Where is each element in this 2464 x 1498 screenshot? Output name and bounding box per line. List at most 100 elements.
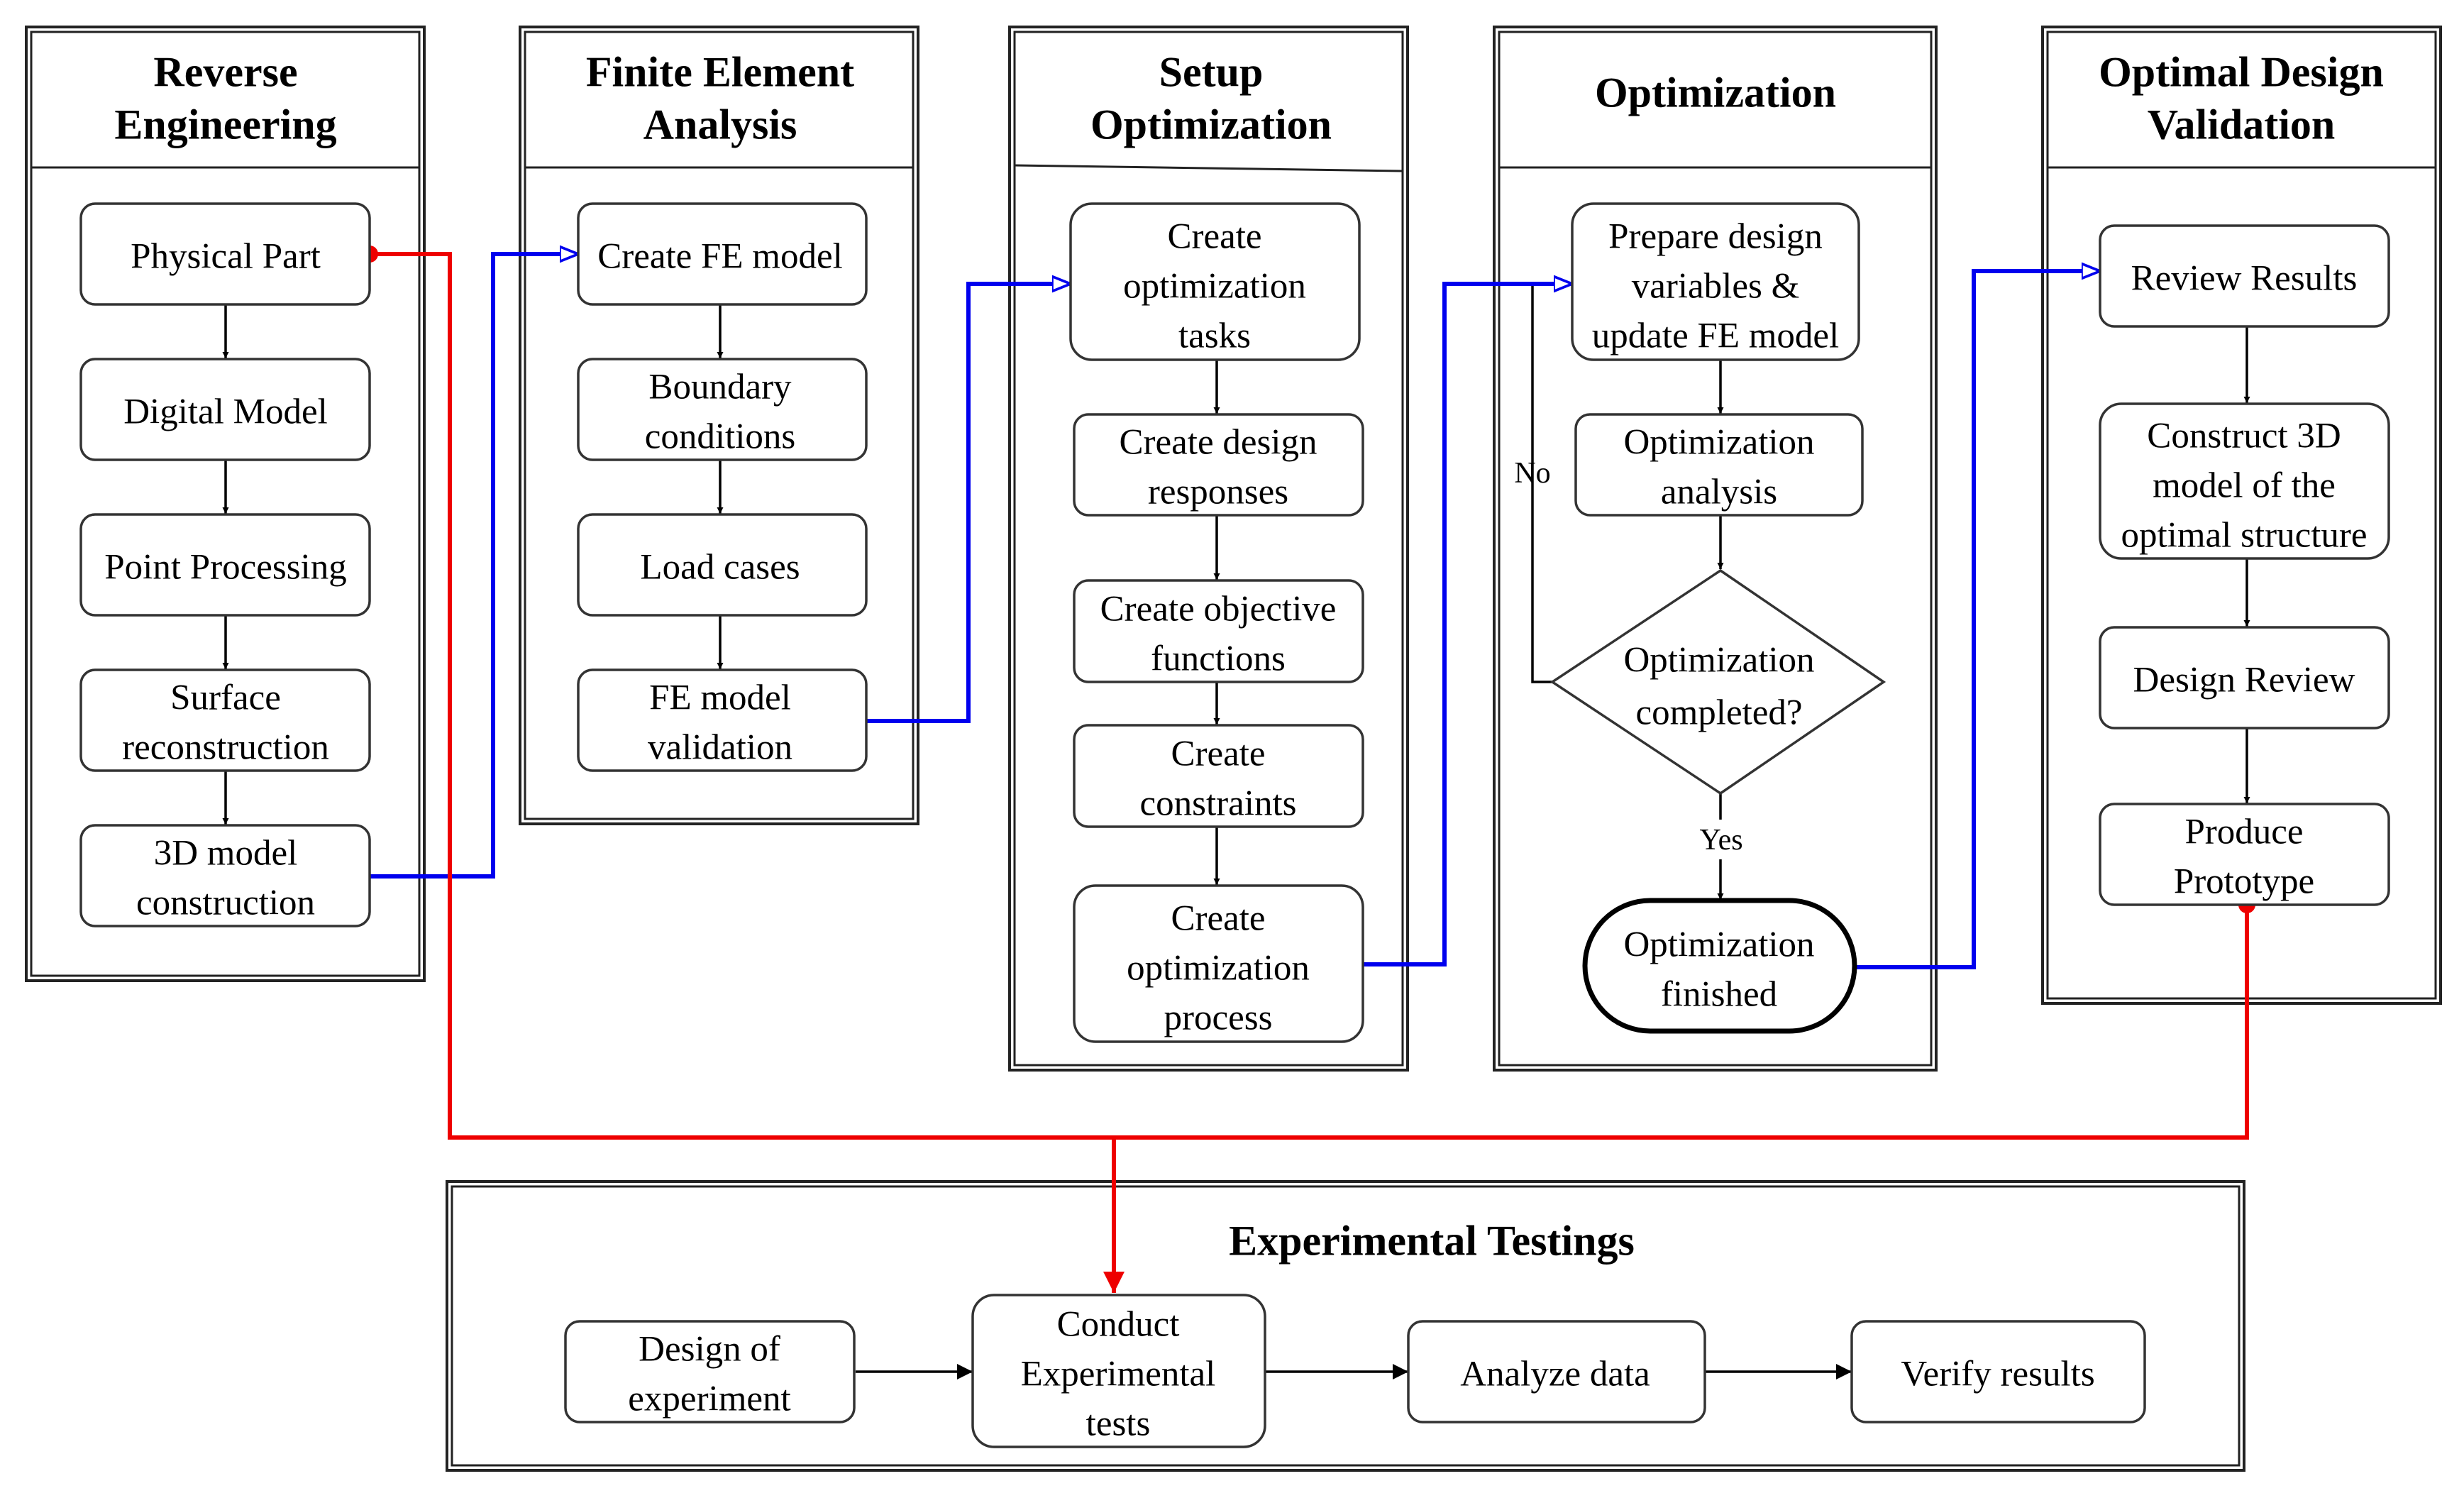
step-create-constraints[interactable]: Create constraints — [1073, 724, 1364, 828]
label-line: Point Processing — [104, 548, 346, 588]
box-label: Point Processing — [104, 548, 346, 588]
label-line: Create FE model — [597, 237, 843, 277]
label-line: Create objective — [1100, 590, 1337, 629]
label-no: No — [1514, 457, 1550, 490]
box-label: Verify results — [1901, 1355, 2094, 1394]
column-title: Optimization — [1595, 70, 1836, 116]
label-line: Construct 3D — [2147, 417, 2341, 456]
label-line: tasks — [1178, 316, 1251, 356]
label-line: responses — [1148, 473, 1288, 512]
label-line: Design of — [639, 1330, 780, 1370]
label-line: Produce — [2184, 813, 2303, 852]
flow-arrow — [1855, 271, 2100, 969]
label-line: Conduct — [1057, 1305, 1180, 1345]
label-line: Optimal Design — [2099, 49, 2384, 96]
label-line: FE model — [649, 678, 791, 718]
label-line: Create — [1171, 899, 1265, 939]
section-experimental-testings: Experimental Testings — [446, 1180, 2245, 1472]
label-yes: Yes — [1699, 824, 1742, 857]
label-line: functions — [1151, 639, 1286, 679]
step-verify-results[interactable]: Verify results — [1850, 1320, 2146, 1423]
label-line: finished — [1661, 975, 1777, 1015]
label-line: Experimental — [1021, 1355, 1216, 1394]
column-optimization: Optimization — [1493, 26, 1938, 1072]
label-line: 3D model — [154, 834, 298, 874]
label-line: tests — [1086, 1404, 1151, 1444]
label-line: analysis — [1661, 473, 1777, 512]
box-label: Create constraints — [1140, 734, 1297, 824]
step-create-fe-model[interactable]: Create FE model — [577, 202, 868, 306]
label-line: Prototype — [2174, 862, 2314, 902]
label-line: Verify results — [1901, 1355, 2094, 1394]
label-line: Optimization — [1595, 70, 1836, 116]
label-line: Analyze data — [1460, 1355, 1650, 1394]
label-line: Setup — [1159, 49, 1264, 96]
label-line: Boundary — [648, 368, 792, 407]
label-line: optimal structure — [2121, 516, 2368, 556]
label-line: Create — [1171, 734, 1265, 774]
box-label: FE model validation — [648, 678, 792, 768]
step-load-cases[interactable]: Load cases — [577, 513, 868, 617]
label-line: Prepare design — [1608, 217, 1823, 257]
step-digital-model[interactable]: Digital Model — [79, 358, 371, 461]
step-point-processing[interactable]: Point Processing — [79, 513, 371, 617]
box-label: Load cases — [640, 548, 800, 588]
label-line: Reverse — [153, 49, 297, 96]
label-line: variables & — [1632, 267, 1800, 307]
flow-arrow — [1363, 284, 1572, 966]
label-line: constraints — [1140, 784, 1297, 824]
flow-arrow — [370, 254, 578, 879]
label-line: Engineering — [114, 101, 336, 148]
label-line: validation — [648, 728, 792, 768]
step-physical-part[interactable]: Physical Part — [79, 202, 371, 306]
label-line: reconstruction — [122, 728, 329, 768]
label-line: Create — [1167, 217, 1261, 257]
step-review-results[interactable]: Review Results — [2099, 224, 2390, 328]
label-line: Validation — [2148, 101, 2336, 148]
step-design-review[interactable]: Design Review — [2099, 626, 2390, 729]
inter-column-flow — [370, 254, 2100, 969]
flow-arrow — [866, 284, 1071, 723]
label-yes-background — [1691, 820, 1754, 859]
step-fe-model-validation[interactable]: FE model validation — [577, 668, 868, 772]
section-title: Experimental Testings — [1229, 1218, 1635, 1265]
step-analyze-data[interactable]: Analyze data — [1407, 1320, 1706, 1423]
label-line: Experimental Testings — [1229, 1218, 1635, 1265]
label-line: Optimization — [1623, 641, 1814, 681]
box-label: Digital Model — [123, 392, 328, 432]
step-create-objective-functions[interactable]: Create objective functions — [1073, 579, 1364, 683]
box-label: Analyze data — [1460, 1355, 1650, 1394]
label-line: Analysis — [643, 101, 797, 148]
